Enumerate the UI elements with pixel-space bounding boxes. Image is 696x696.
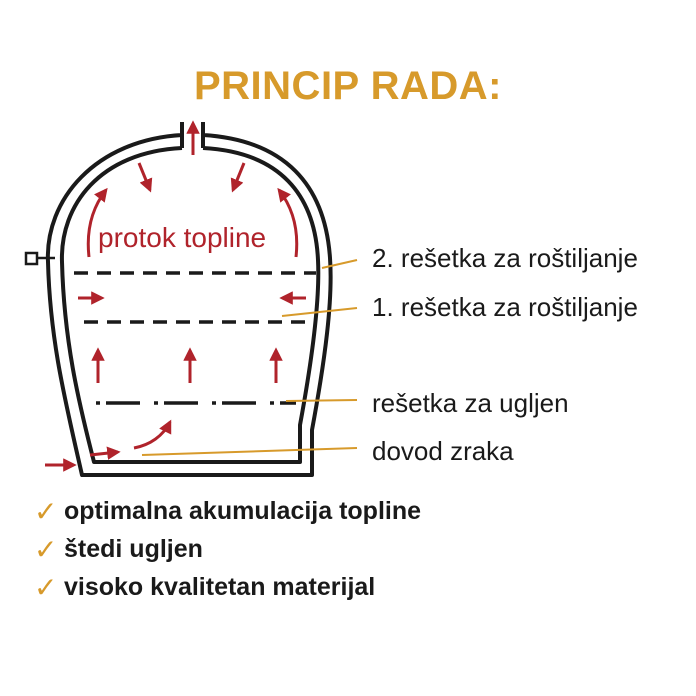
inner-wall xyxy=(59,146,321,464)
arrow-curve-right xyxy=(277,187,299,258)
arrow-curve-left xyxy=(86,187,108,258)
check-icon: ✓ xyxy=(34,495,58,527)
benefit-text: optimalna akumulacija topline xyxy=(64,496,422,525)
leader-air-inlet xyxy=(141,447,358,456)
benefit-text: štedi ugljen xyxy=(64,534,203,563)
benefit-item: ✓ štedi ugljen xyxy=(34,530,421,568)
label-grate-1: 1. rešetka za roštiljanje xyxy=(372,292,638,322)
benefit-item: ✓ optimalna akumulacija topline xyxy=(34,492,421,530)
check-icon: ✓ xyxy=(34,571,58,603)
benefit-text: visoko kvalitetan materijal xyxy=(64,572,376,601)
arrow-curve-bottom xyxy=(133,419,172,450)
leader-grate-1 xyxy=(281,307,358,317)
title: PRINCIP RADA: xyxy=(193,64,502,108)
heat-flow-label: protok topline xyxy=(98,222,267,253)
handle-icon xyxy=(24,251,39,266)
label-air-inlet: dovod zraka xyxy=(372,436,514,466)
arrow-top-right xyxy=(230,162,246,193)
benefits-list: ✓ optimalna akumulacija topline ✓ štedi … xyxy=(34,492,421,606)
arrow-top-left xyxy=(137,162,153,193)
arrow-air-inside xyxy=(89,446,121,460)
outer-wall xyxy=(45,122,333,477)
label-grate-2: 2. rešetka za roštiljanje xyxy=(372,243,638,273)
leader-charcoal-grate xyxy=(285,399,358,402)
leader-grate-2 xyxy=(321,259,358,269)
check-icon: ✓ xyxy=(34,533,58,565)
benefit-item: ✓ visoko kvalitetan materijal xyxy=(34,568,421,606)
label-charcoal-grate: rešetka za ugljen xyxy=(372,388,569,418)
